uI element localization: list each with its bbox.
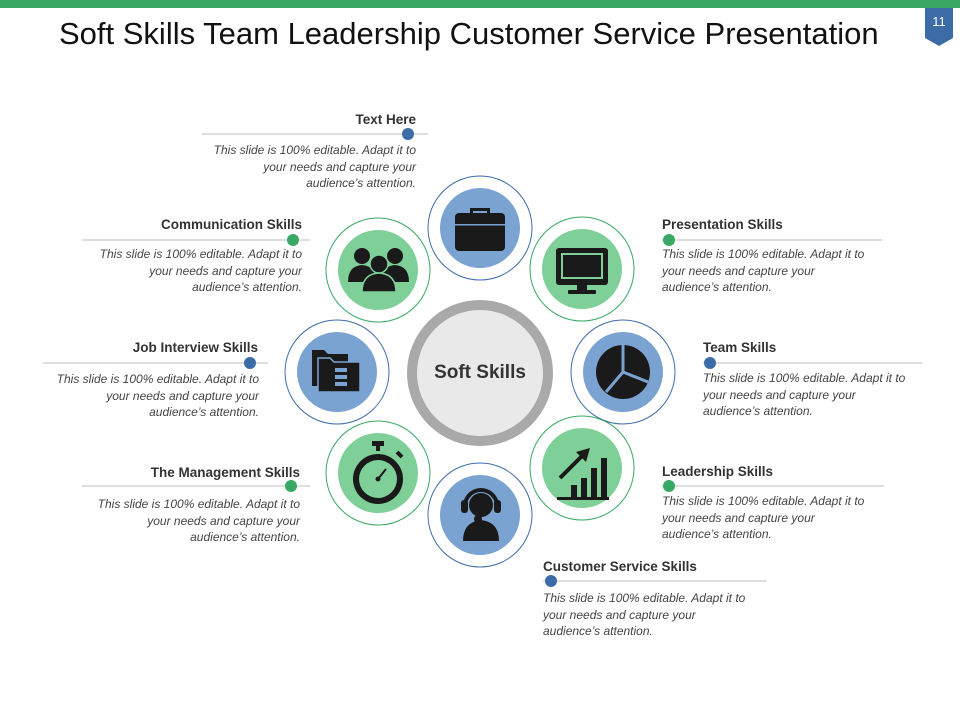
- node-team: [570, 319, 676, 425]
- desc-customer-service: This slide is 100% editable. Adapt it to…: [543, 591, 746, 638]
- desc-team: This slide is 100% editable. Adapt it to…: [703, 371, 906, 418]
- center-circle: [417, 310, 543, 436]
- desc-text-here: This slide is 100% editable. Adapt it to…: [213, 143, 416, 190]
- desc-leadership: This slide is 100% editable. Adapt it to…: [662, 494, 865, 541]
- dot-team: [704, 357, 716, 369]
- label-text-here: Text Here: [355, 112, 416, 127]
- node-presentation: [529, 216, 635, 322]
- dot-customer-service: [545, 575, 557, 587]
- slide-title: Soft Skills Team Leadership Customer Ser…: [59, 16, 879, 51]
- label-communication: Communication Skills: [160, 217, 302, 232]
- monitor-icon: [556, 248, 608, 294]
- desc-job-interview: This slide is 100% editable. Adapt it to…: [56, 372, 259, 419]
- label-management: The Management Skills: [150, 465, 300, 480]
- node-communication: [325, 217, 431, 323]
- top-accent-bar: [0, 0, 960, 8]
- label-presentation: Presentation Skills: [662, 217, 783, 232]
- node-management: [325, 420, 431, 526]
- stopwatch-icon: [353, 441, 404, 504]
- label-job-interview: Job Interview Skills: [132, 340, 258, 355]
- folders-icon: [312, 350, 361, 393]
- slide-number: 11: [932, 14, 946, 29]
- label-team: Team Skills: [703, 340, 777, 355]
- slide-number-badge: [925, 8, 953, 46]
- node-job-interview: [284, 319, 390, 425]
- node-customer-service: [427, 462, 533, 568]
- dot-communication: [287, 234, 299, 246]
- dot-leadership: [663, 480, 675, 492]
- label-leadership: Leadership Skills: [662, 464, 774, 479]
- desc-presentation: This slide is 100% editable. Adapt it to…: [662, 247, 865, 294]
- dot-management: [285, 480, 297, 492]
- center-label: Soft Skills: [434, 362, 526, 383]
- briefcase-icon: [455, 208, 505, 251]
- node-text-here: [427, 175, 533, 281]
- team-people-icon: [348, 248, 409, 293]
- dot-text-here: [402, 128, 414, 140]
- desc-management: This slide is 100% editable. Adapt it to…: [97, 497, 300, 544]
- headset-agent-icon: [461, 488, 501, 541]
- pie-chart-icon: [596, 345, 650, 399]
- node-leadership: [529, 415, 635, 521]
- label-customer-service: Customer Service Skills: [543, 559, 697, 574]
- dot-job-interview: [244, 357, 256, 369]
- growth-chart-icon: [557, 448, 609, 500]
- desc-communication: This slide is 100% editable. Adapt it to…: [99, 247, 302, 294]
- dot-presentation: [663, 234, 675, 246]
